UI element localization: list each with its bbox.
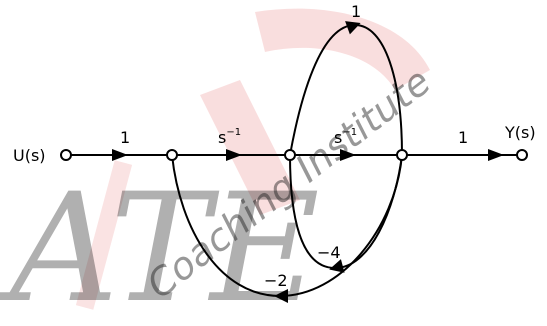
- arrow-feedforward: [345, 21, 361, 35]
- gain-input: 1: [120, 128, 130, 147]
- gain-outer-feedback: −2: [264, 271, 288, 290]
- label-output: Y(s): [504, 123, 536, 142]
- gain-integrator-2-base: s: [334, 128, 342, 147]
- gain-integrator-1-exp: −1: [226, 127, 241, 138]
- watermark-ate: ATE: [0, 162, 320, 321]
- arrow-inner-feedback: [329, 259, 345, 273]
- node-3: [396, 149, 408, 161]
- node-1: [166, 149, 178, 161]
- watermark: ATE Coaching Institute: [0, 8, 439, 326]
- gain-inner-feedback: −4: [317, 243, 341, 262]
- nodes: [60, 149, 528, 161]
- gain-output: 1: [458, 128, 468, 147]
- node-output: [516, 149, 528, 161]
- watermark-red-bar: [75, 160, 133, 310]
- forward-path: [68, 149, 520, 161]
- arrow-output: [488, 149, 504, 161]
- arrow-integrator-2: [340, 149, 356, 161]
- gain-integrator-2-exp: −1: [342, 127, 357, 138]
- gain-integrator-1: s−1: [218, 127, 241, 147]
- arrow-outer-feedback: [274, 289, 288, 303]
- arrow-input: [112, 149, 128, 161]
- node-2: [284, 149, 296, 161]
- node-input: [60, 149, 72, 161]
- label-input: U(s): [13, 146, 46, 165]
- gain-integrator-1-base: s: [218, 128, 226, 147]
- gain-feedforward: 1: [351, 2, 361, 21]
- arrow-integrator-1: [226, 149, 242, 161]
- watermark-red-shape: [200, 8, 430, 216]
- gain-integrator-2: s−1: [334, 127, 357, 147]
